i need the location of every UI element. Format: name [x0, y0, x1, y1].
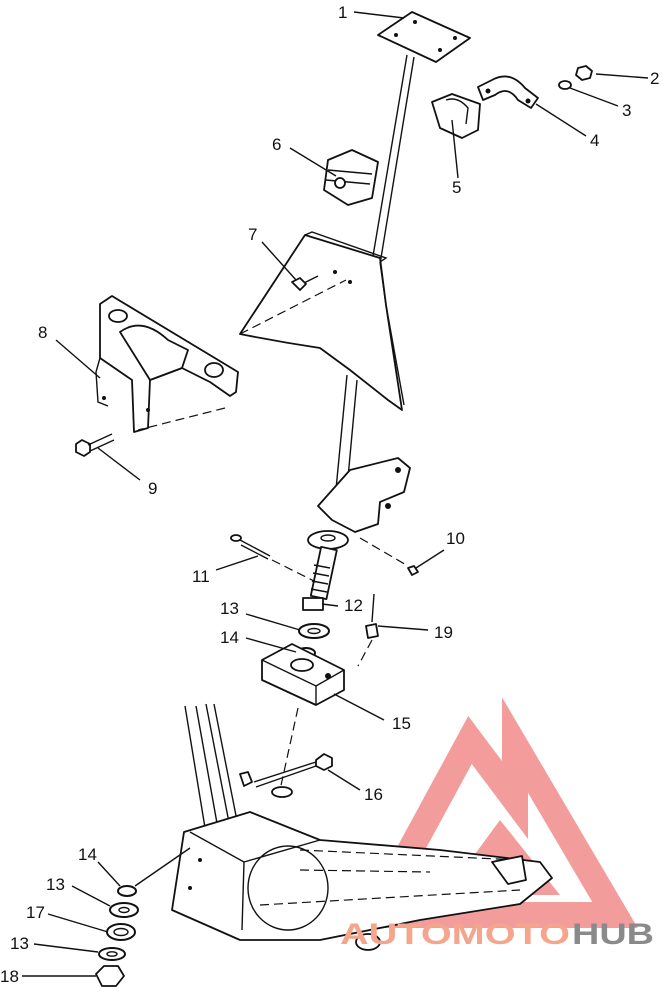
shaft-spline	[309, 545, 338, 600]
callout-13c: 13	[10, 934, 29, 953]
callout-19: 19	[434, 623, 453, 642]
washer-lower-1	[109, 902, 139, 918]
mounting-plate	[377, 11, 471, 63]
callout-1: 1	[338, 3, 347, 22]
rubber-block	[323, 149, 379, 206]
callout-2: 2	[650, 69, 659, 88]
callout-3: 3	[622, 101, 631, 120]
washer-upper	[298, 623, 330, 639]
washer-lower-2	[98, 947, 126, 961]
watermark-automoto: AUTOMOTO	[340, 918, 570, 951]
callout-13b: 13	[46, 875, 65, 894]
callout-17: 17	[26, 903, 45, 922]
steering-arm-plate	[317, 457, 411, 533]
grease-fitting	[365, 593, 379, 639]
washer	[558, 80, 572, 90]
frame-tubes	[184, 703, 241, 847]
dash-bracket	[239, 231, 405, 411]
callout-labels: 1 2 3 4 5 6 7 8 9 10 11 12 13 14 15 16 1…	[0, 3, 659, 986]
watermark-text: AUTOMOTO HUB	[340, 918, 654, 951]
small-clip	[407, 565, 419, 576]
u-clamp	[477, 75, 539, 109]
callout-15: 15	[392, 714, 411, 733]
callout-16: 16	[364, 785, 383, 804]
callout-4: 4	[590, 131, 599, 150]
callout-7: 7	[248, 225, 257, 244]
callout-9: 9	[148, 479, 157, 498]
callout-14b: 14	[78, 845, 97, 864]
upper-steering-shaft	[371, 54, 415, 265]
side-bracket	[95, 295, 239, 433]
callout-18: 18	[0, 967, 19, 986]
bearing	[106, 923, 136, 941]
callout-11: 11	[192, 567, 210, 586]
callout-8: 8	[38, 323, 47, 342]
callout-6: 6	[272, 135, 281, 154]
callout-12: 12	[344, 596, 363, 615]
bearing-block	[261, 643, 345, 706]
castle-nut	[95, 965, 125, 987]
hex-bolt-mount	[239, 753, 333, 788]
bushing	[431, 93, 481, 139]
callout-5: 5	[452, 178, 461, 197]
shaft-pin	[302, 597, 324, 611]
watermark-hub: HUB	[572, 918, 654, 951]
nut	[575, 65, 593, 81]
callout-13a: 13	[220, 599, 239, 618]
hex-bolt-long	[75, 433, 115, 457]
shaft-collar	[307, 530, 349, 550]
frame-nose	[171, 811, 553, 951]
callout-14a: 14	[220, 628, 239, 647]
bolt-small	[291, 275, 319, 291]
cotter-pin	[230, 534, 271, 560]
callout-10: 10	[446, 529, 465, 548]
o-ring-lower	[117, 885, 137, 897]
leader-lines	[22, 11, 649, 977]
